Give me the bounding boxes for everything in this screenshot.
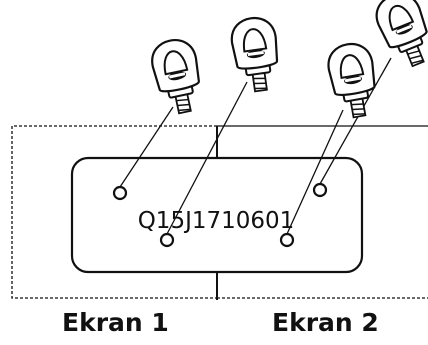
screen-1-label: Ekran 1 xyxy=(62,308,169,337)
screw-hole-right-lower xyxy=(279,232,295,248)
serial-number: Q15J1710601 xyxy=(138,208,295,234)
screw-hole-left-lower xyxy=(159,232,175,248)
screw-hole-right-upper xyxy=(312,182,328,198)
guide-line-1 xyxy=(119,106,174,188)
thumbscrew-icon xyxy=(147,34,208,118)
screen-2-label: Ekran 2 xyxy=(272,308,379,337)
guide-line-4 xyxy=(319,57,392,185)
screen-1-dashed-outline xyxy=(11,125,217,299)
thumbscrew-icon xyxy=(369,0,428,74)
thumbscrew-icon xyxy=(324,39,383,122)
screw-hole-left-upper xyxy=(112,185,128,201)
guide-line-2 xyxy=(166,81,248,235)
thumbscrew-icon xyxy=(227,14,284,95)
guide-line-3 xyxy=(286,109,344,235)
